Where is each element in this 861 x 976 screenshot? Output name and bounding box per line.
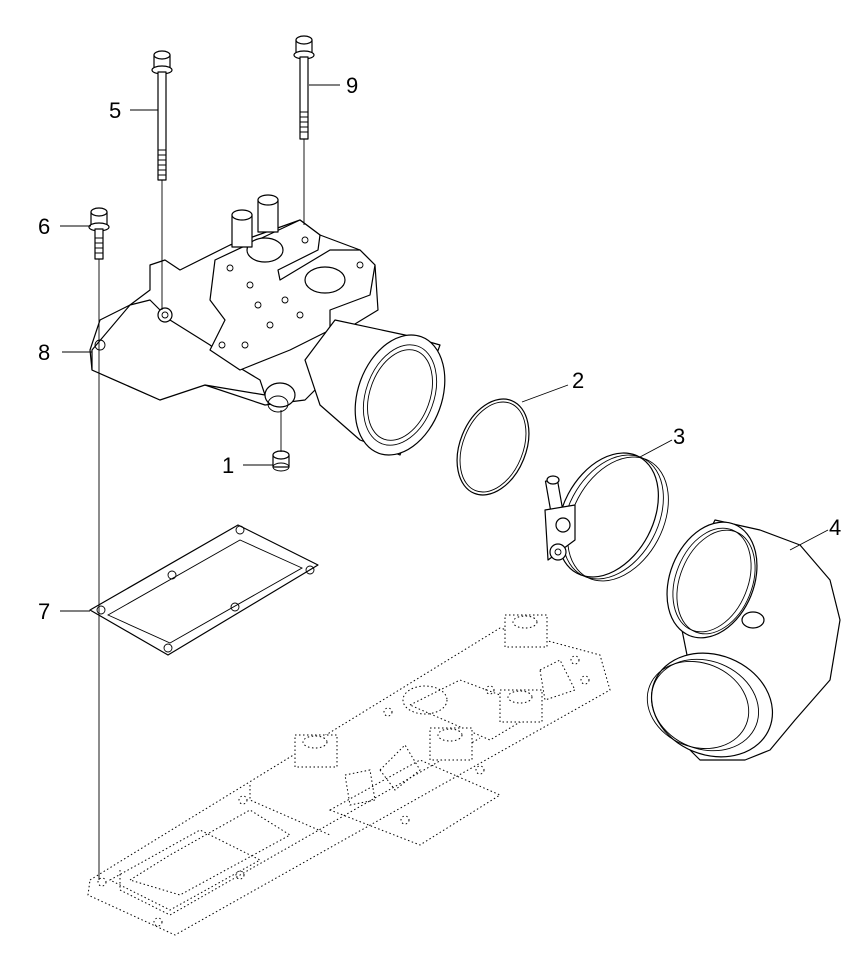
clamp-part-3 — [544, 452, 669, 582]
callout-3: 3 — [673, 424, 685, 449]
gasket-part-7 — [89, 524, 319, 656]
callout-8: 8 — [38, 340, 50, 365]
callout-4: 4 — [829, 515, 841, 540]
leader-lines — [60, 84, 829, 612]
callout-2: 2 — [572, 368, 584, 393]
engine-manifold-outline — [87, 614, 611, 936]
bolt-part-5 — [151, 50, 173, 181]
callout-5: 5 — [109, 98, 121, 123]
elbow-pipe-part-4 — [646, 519, 841, 761]
exhaust-housing-part-8 — [89, 194, 446, 456]
callout-7: 7 — [38, 599, 50, 624]
callout-labels: 1 2 3 4 5 6 7 8 9 — [38, 73, 841, 624]
plug-part-1 — [272, 450, 290, 472]
o-ring-part-2 — [456, 398, 530, 496]
assembly-lines — [98, 139, 305, 880]
callout-9: 9 — [346, 73, 358, 98]
callout-6: 6 — [38, 214, 50, 239]
bolt-part-6 — [88, 207, 110, 260]
bolt-part-9 — [293, 35, 315, 140]
callout-1: 1 — [222, 453, 234, 478]
